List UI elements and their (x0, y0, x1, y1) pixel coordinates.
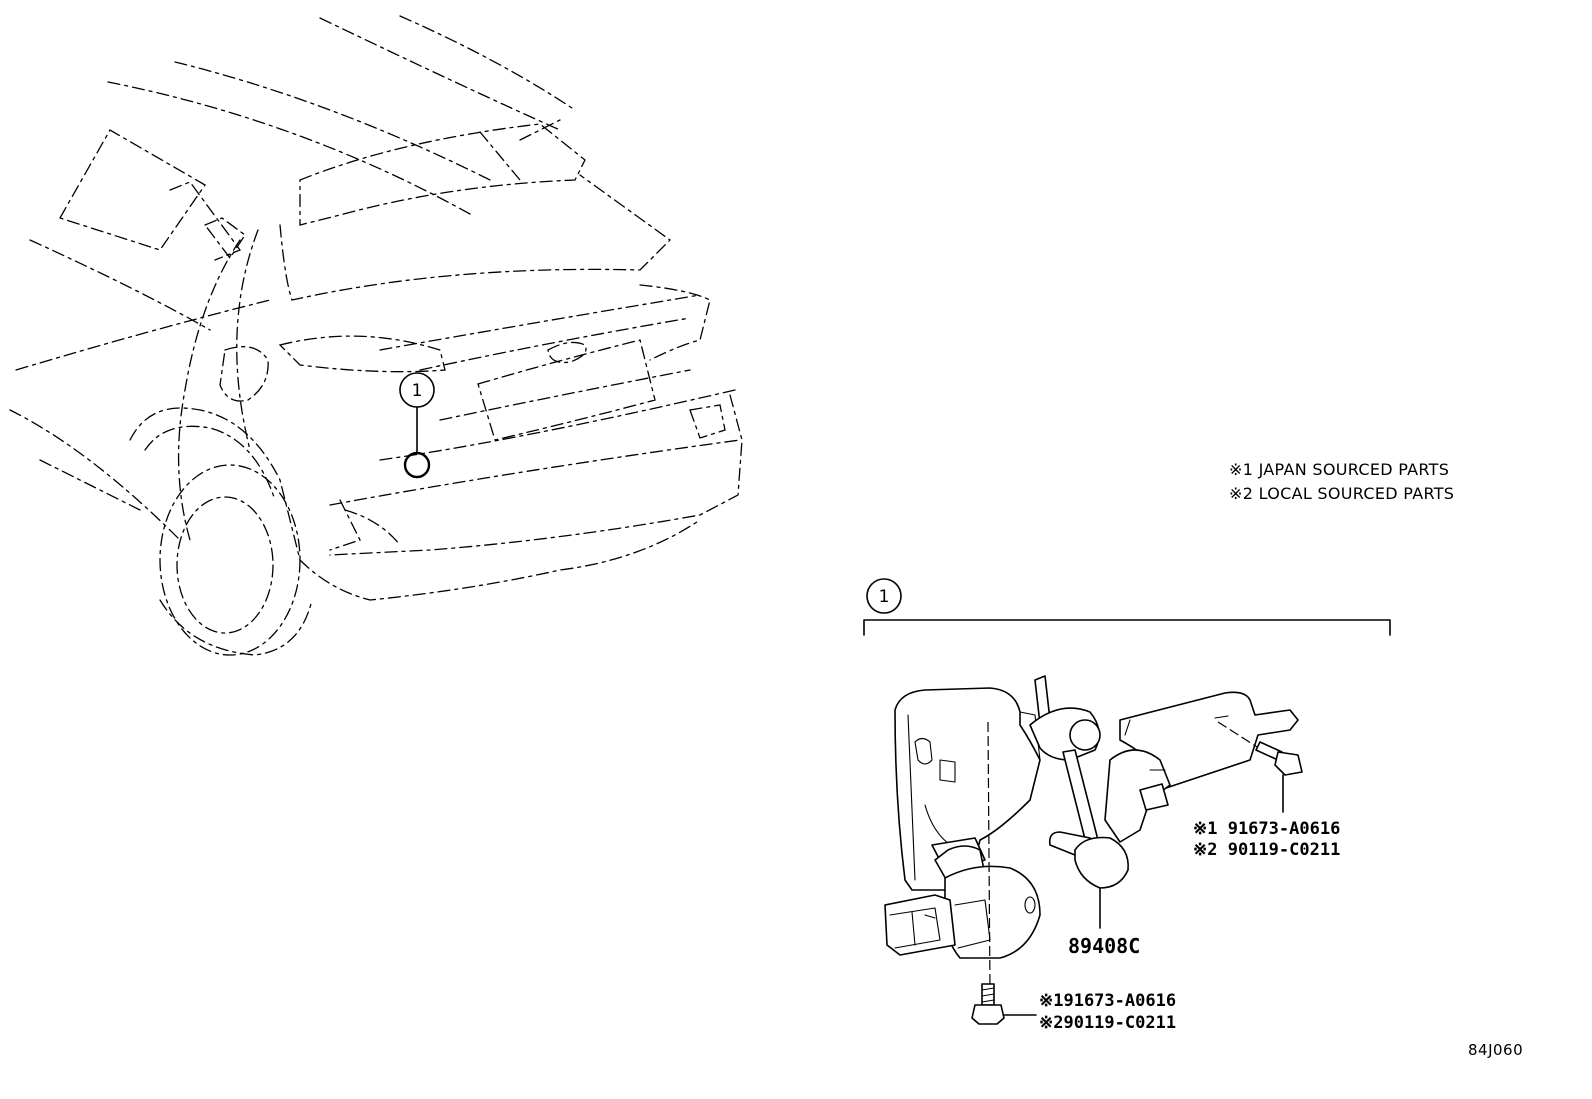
vehicle-sensor-callout: 1 (399, 372, 435, 479)
upper-bolt (1255, 741, 1303, 813)
lower-bolt-part-numbers: ※191673-A0616 ※290119-C0211 (1039, 991, 1176, 1033)
legend-japan-sourced: ※1 JAPAN SOURCED PARTS (1229, 460, 1449, 479)
upper-bolt-japan-part: ※1 91673-A0616 (1193, 819, 1340, 839)
detail-callout-number: 1 (879, 587, 890, 607)
sourcing-legend: ※1 JAPAN SOURCED PARTS ※2 LOCAL SOURCED … (1229, 460, 1454, 503)
vehicle-callout-number: 1 (412, 381, 423, 401)
sensor-leader-line: 89408C (1068, 887, 1140, 958)
height-control-sensor-assembly (884, 675, 1299, 991)
upper-bolt-part-numbers: ※1 91673-A0616 ※2 90119-C0211 (1193, 819, 1340, 860)
sensor-part-number: 89408C (1068, 934, 1140, 958)
legend-local-sourced: ※2 LOCAL SOURCED PARTS (1229, 484, 1454, 503)
detail-group-bracket: 1 (863, 578, 1391, 636)
lower-bolt-japan-part: ※191673-A0616 (1039, 991, 1176, 1011)
vehicle-phantom-outline (9, 15, 743, 656)
lower-bolt-local-part: ※290119-C0211 (1039, 1013, 1176, 1033)
illustration-reference-code: 84J060 (1468, 1041, 1523, 1059)
upper-bolt-local-part: ※2 90119-C0211 (1193, 840, 1340, 860)
lower-bolt (971, 983, 1037, 1025)
